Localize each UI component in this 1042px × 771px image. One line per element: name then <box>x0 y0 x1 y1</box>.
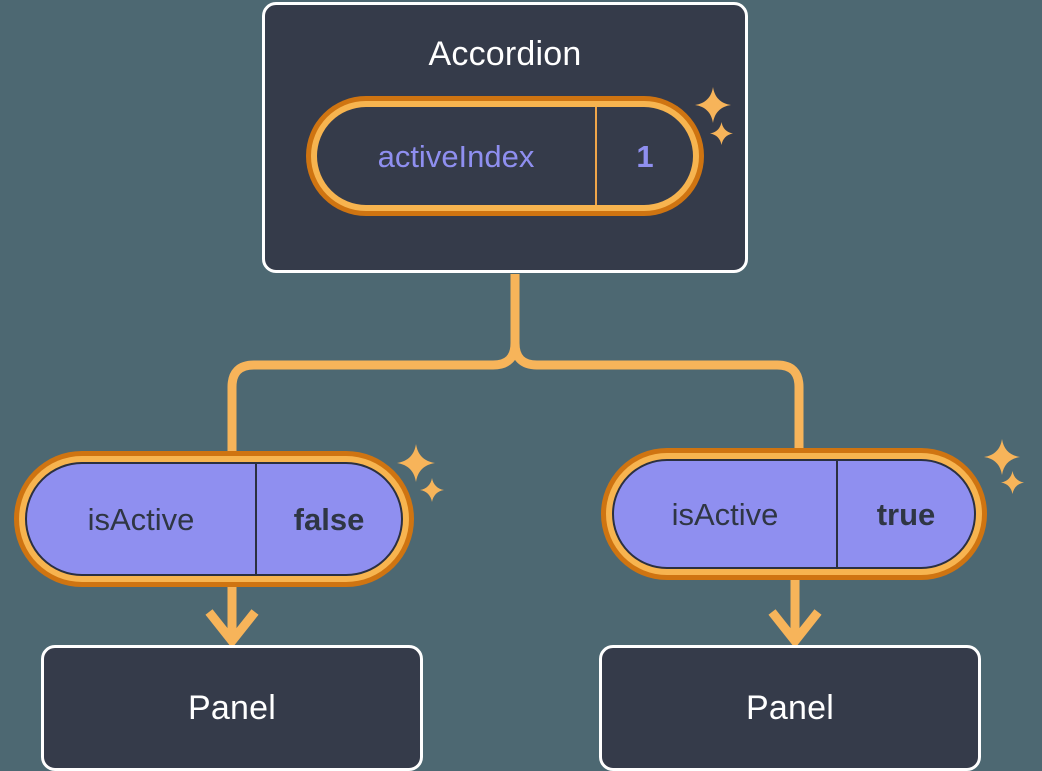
wire-root-left-branch <box>227 342 520 455</box>
state-value-label: 1 <box>595 107 693 205</box>
component-title-panel-right: Panel <box>746 689 834 727</box>
component-node-panel-right[interactable]: Panel <box>599 645 981 771</box>
prop-pill-is-active-right[interactable]: isActive true <box>601 448 987 580</box>
pill-body: isActive false <box>25 462 403 576</box>
prop-key-label: isActive <box>87 501 195 537</box>
sparkle-icon-left-small <box>419 477 445 503</box>
component-title-panel-left: Panel <box>188 689 276 727</box>
sparkle-icon-left-large <box>396 443 436 483</box>
pill-body: activeIndex 1 <box>317 107 693 205</box>
component-node-panel-left[interactable]: Panel <box>41 645 423 771</box>
prop-value-label: true <box>836 461 974 567</box>
state-key-label: activeIndex <box>377 138 535 174</box>
wire-root-split <box>510 274 804 455</box>
prop-pill-is-active-left[interactable]: isActive false <box>14 451 414 587</box>
component-title-accordion: Accordion <box>428 35 582 73</box>
state-pill-active-index[interactable]: activeIndex 1 <box>306 96 704 216</box>
prop-value-label: false <box>255 464 401 574</box>
sparkle-icon-right-large <box>983 438 1021 476</box>
prop-key-label: isActive <box>671 496 779 532</box>
sparkle-icon-right-small <box>1000 470 1025 495</box>
arrow-right <box>768 578 822 649</box>
pill-body: isActive true <box>612 459 976 569</box>
arrow-left <box>205 585 259 649</box>
